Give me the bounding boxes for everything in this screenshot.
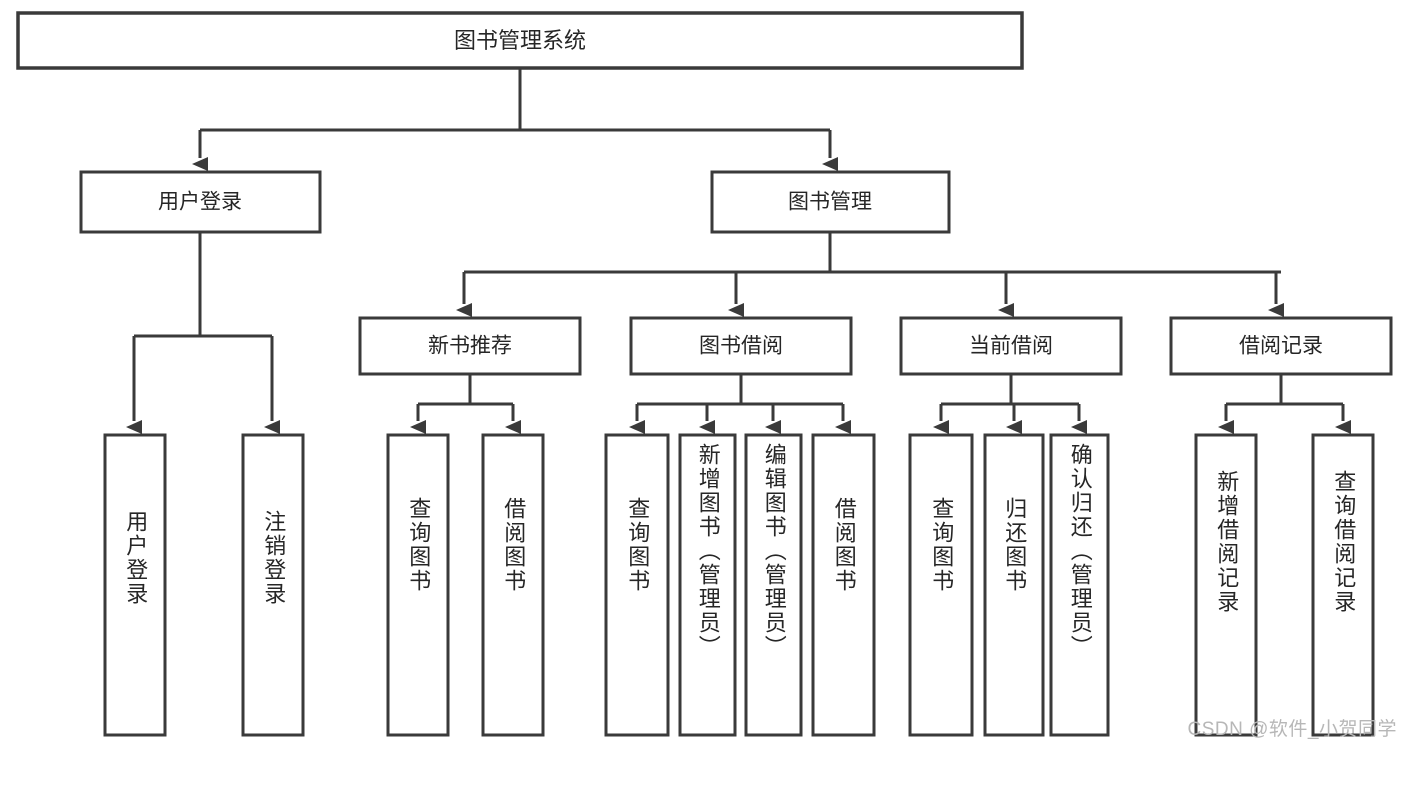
node-root-label: 图书管理系统 <box>454 28 586 53</box>
node-root[interactable]: 图书管理系统 <box>16 11 1024 70</box>
node-book-borrow[interactable]: 图书借阅 <box>629 316 853 376</box>
node-leaf-add-book-admin-box[interactable] <box>678 433 737 737</box>
node-book-management[interactable]: 图书管理 <box>710 170 951 234</box>
node-user-login-label: 用户登录 <box>158 191 242 214</box>
node-new-book-recommend-box[interactable] <box>358 316 582 376</box>
node-leaf-query-book-new-box[interactable] <box>386 433 450 737</box>
node-borrow-records[interactable]: 借阅记录 <box>1169 316 1393 376</box>
watermark-text: CSDN @软件_小贺同学 <box>1187 719 1397 740</box>
node-user-login-box[interactable] <box>79 170 322 234</box>
node-leaf-return-book-box[interactable] <box>983 433 1045 737</box>
node-leaf-query-book-cur-box[interactable] <box>908 433 974 737</box>
node-book-management-label: 图书管理 <box>788 191 872 214</box>
node-leaf-user-login-box[interactable] <box>103 433 167 737</box>
node-book-management-box[interactable] <box>710 170 951 234</box>
node-current-borrow-label: 当前借阅 <box>969 335 1053 358</box>
node-leaf-query-book-borrow-box[interactable] <box>604 433 670 737</box>
hierarchy-diagram: 图书管理系统 用户登录 图书管理 新书推荐 图书借阅 <box>16 11 1397 740</box>
nodes-layer: 图书管理系统 用户登录 图书管理 新书推荐 图书借阅 <box>16 11 1393 737</box>
node-new-book-recommend[interactable]: 新书推荐 <box>358 316 582 376</box>
node-leaf-query-record-box[interactable] <box>1311 433 1375 737</box>
node-user-login[interactable]: 用户登录 <box>79 170 322 234</box>
node-leaf-edit-book-admin-box[interactable] <box>744 433 803 737</box>
edges-layer <box>126 68 1351 434</box>
node-leaf-add-record-box[interactable] <box>1194 433 1258 737</box>
node-borrow-records-label: 借阅记录 <box>1239 335 1323 358</box>
node-borrow-records-box[interactable] <box>1169 316 1393 376</box>
node-leaf-logout-box[interactable] <box>241 433 305 737</box>
node-leaf-borrow-book-box[interactable] <box>811 433 876 737</box>
node-book-borrow-box[interactable] <box>629 316 853 376</box>
node-new-book-recommend-label: 新书推荐 <box>428 335 512 358</box>
node-leaf-borrow-book-new-box[interactable] <box>481 433 545 737</box>
node-book-borrow-label: 图书借阅 <box>699 335 783 358</box>
node-current-borrow-box[interactable] <box>899 316 1123 376</box>
diagram-canvas: 图书管理系统 用户登录 图书管理 新书推荐 图书借阅 <box>16 11 1393 737</box>
node-current-borrow[interactable]: 当前借阅 <box>899 316 1123 376</box>
node-leaf-confirm-return-box[interactable] <box>1049 433 1110 737</box>
node-root-box[interactable] <box>16 11 1024 70</box>
